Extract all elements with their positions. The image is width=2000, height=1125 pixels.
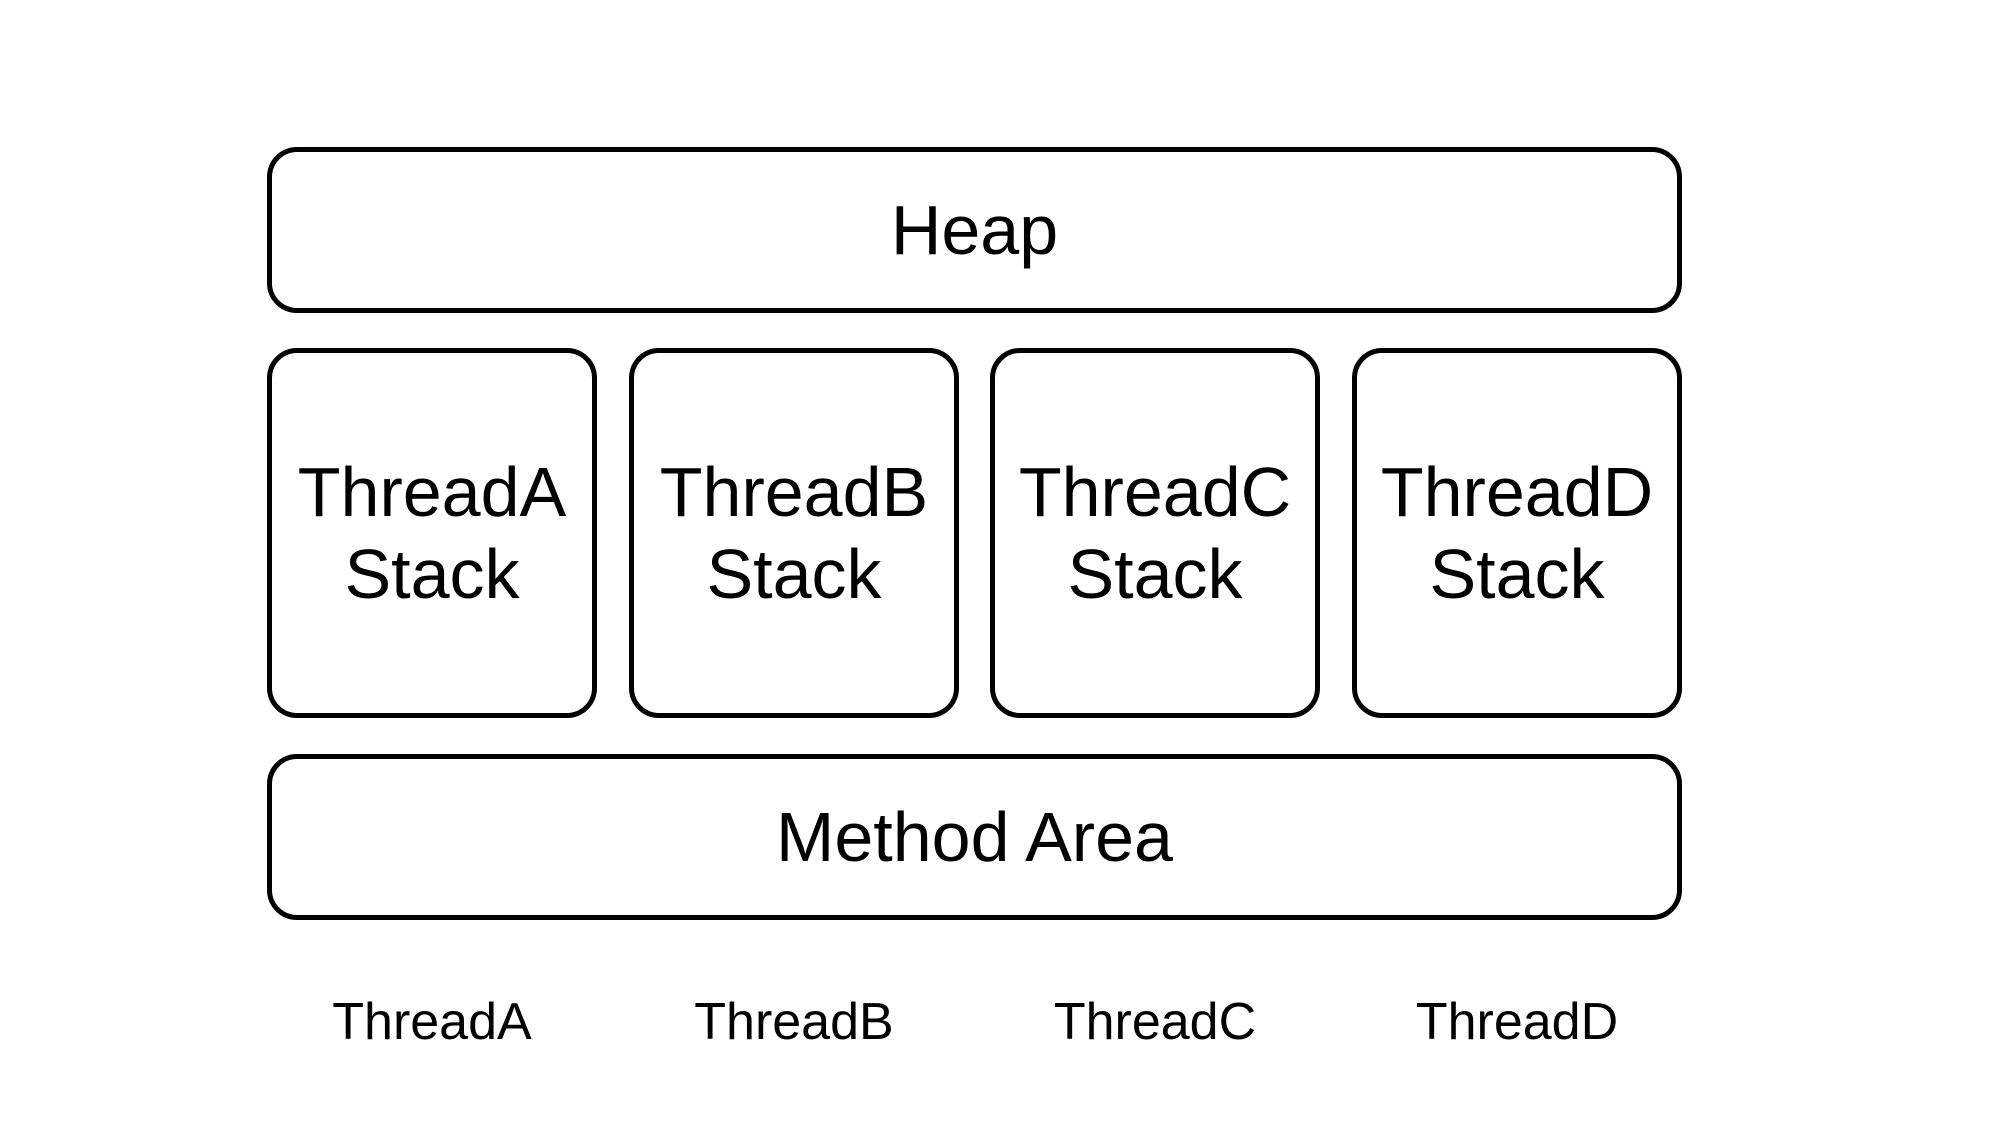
method-area-label: Method Area <box>776 798 1173 876</box>
thread-c-stack-line1: ThreadC <box>1018 453 1292 531</box>
thread-b-stack-line1: ThreadB <box>659 453 929 531</box>
thread-b-label: ThreadB <box>694 993 894 1051</box>
thread-c-stack-box: ThreadC Stack <box>990 348 1320 718</box>
thread-d-stack-line1: ThreadD <box>1380 453 1654 531</box>
thread-a-label: ThreadA <box>332 993 532 1051</box>
thread-b-stack-box: ThreadB Stack <box>629 348 959 718</box>
thread-c-label: ThreadC <box>1053 993 1257 1051</box>
thread-c-stack-line2: Stack <box>1067 535 1243 613</box>
thread-d-stack-box: ThreadD Stack <box>1352 348 1682 718</box>
heap-label: Heap <box>890 191 1059 269</box>
thread-a-stack-line1: ThreadA <box>297 453 567 531</box>
heap-box: Heap <box>267 147 1682 313</box>
thread-d-stack-line2: Stack <box>1429 535 1605 613</box>
thread-b-stack-line2: Stack <box>706 535 882 613</box>
thread-a-stack-box: ThreadA Stack <box>267 348 597 718</box>
thread-d-label: ThreadD <box>1415 993 1619 1051</box>
thread-a-stack-line2: Stack <box>344 535 520 613</box>
method-area-box: Method Area <box>267 754 1682 920</box>
